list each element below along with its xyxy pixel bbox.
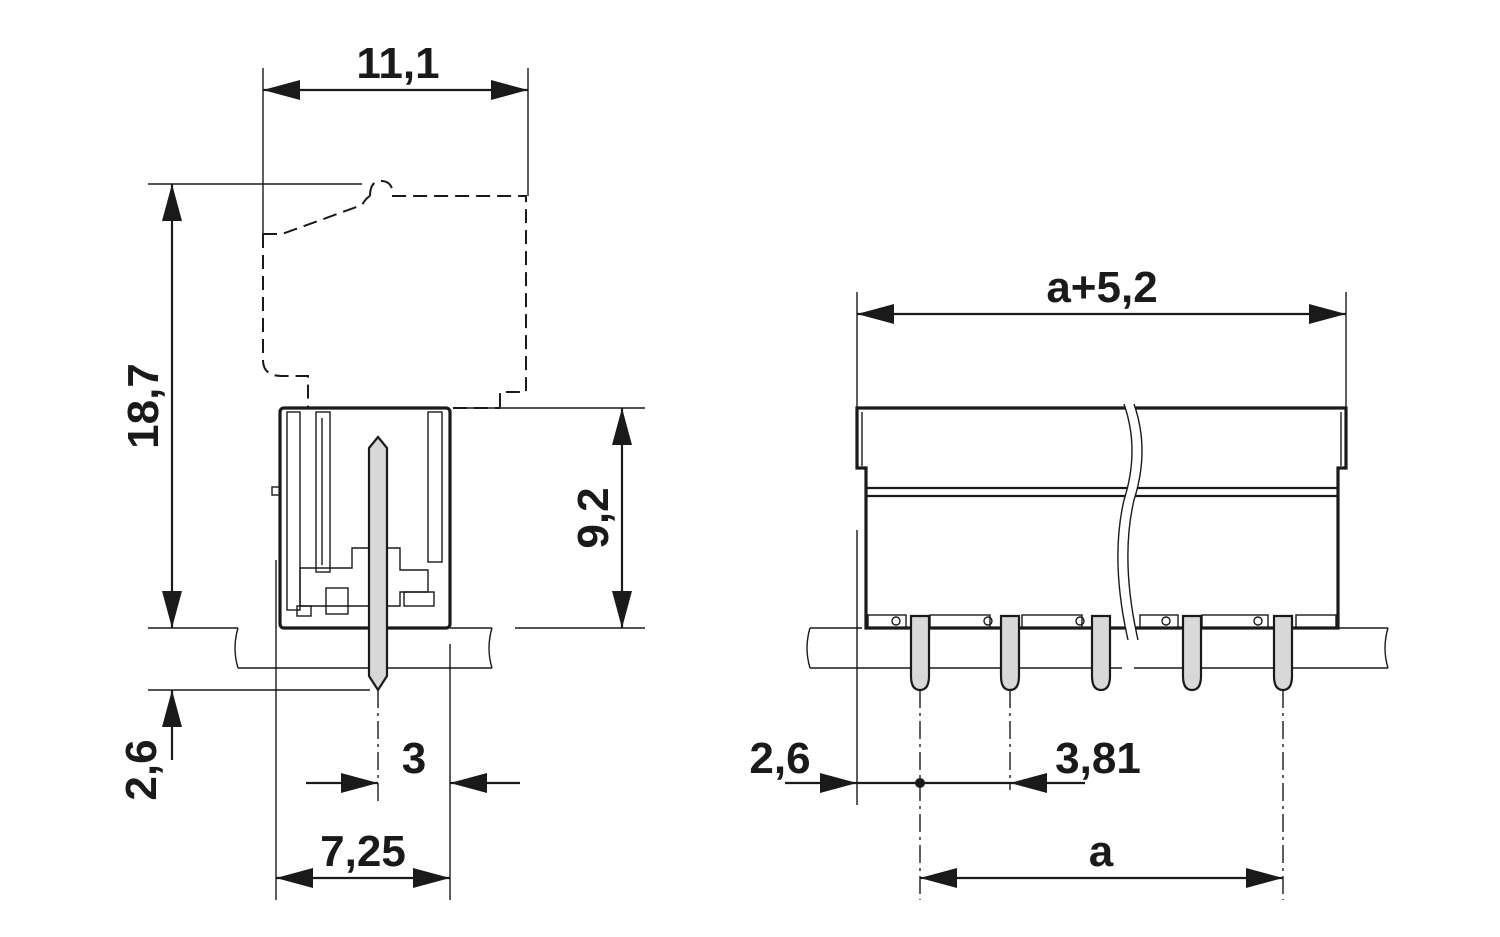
front-pin <box>1090 614 1112 692</box>
label-front-span: a <box>1089 827 1114 876</box>
front-view: a+5,2 2,6 3,81 a <box>749 263 1389 900</box>
front-pin <box>1181 614 1203 692</box>
side-extension-lines <box>148 68 645 900</box>
dimension-side-width: 11,1 <box>263 39 528 100</box>
label-body-height: 9,2 <box>569 487 618 548</box>
dimension-front-span: a <box>920 827 1283 888</box>
front-header-body <box>855 403 1348 641</box>
dimension-total-height: 18,7 <box>119 184 182 628</box>
dimension-front-edge: 2,6 <box>749 734 1010 793</box>
front-board <box>806 627 1389 669</box>
front-extension-lines <box>856 292 1347 805</box>
side-board <box>148 627 645 669</box>
side-view: 11,1 18,7 9,2 2,6 3 <box>117 39 645 900</box>
dimension-pin-depth: 2,6 <box>117 690 182 801</box>
front-pin <box>999 614 1021 692</box>
label-total-height: 18,7 <box>119 363 168 449</box>
label-pitch: 3,81 <box>1055 734 1141 783</box>
dimension-body-height: 9,2 <box>569 408 632 628</box>
dimension-pin-offset: 3 <box>306 734 520 793</box>
front-pins <box>909 614 1294 900</box>
front-standoffs <box>867 614 1337 629</box>
label-base-width: 7,25 <box>320 827 406 876</box>
label-pin-offset: 3 <box>402 734 426 783</box>
label-pin-depth: 2,6 <box>117 739 166 800</box>
label-front-overall: a+5,2 <box>1046 263 1157 312</box>
label-front-edge: 2,6 <box>749 734 810 783</box>
mating-plug-outline <box>262 179 527 409</box>
dimension-front-overall: a+5,2 <box>857 263 1346 324</box>
dimension-pitch: 3,81 <box>1010 734 1141 793</box>
front-pin <box>909 614 931 692</box>
side-header-body <box>271 406 452 630</box>
label-side-width: 11,1 <box>356 39 439 88</box>
front-pin <box>1272 614 1294 692</box>
side-pin <box>367 435 389 806</box>
dimension-base-width: 7,25 <box>276 827 450 888</box>
